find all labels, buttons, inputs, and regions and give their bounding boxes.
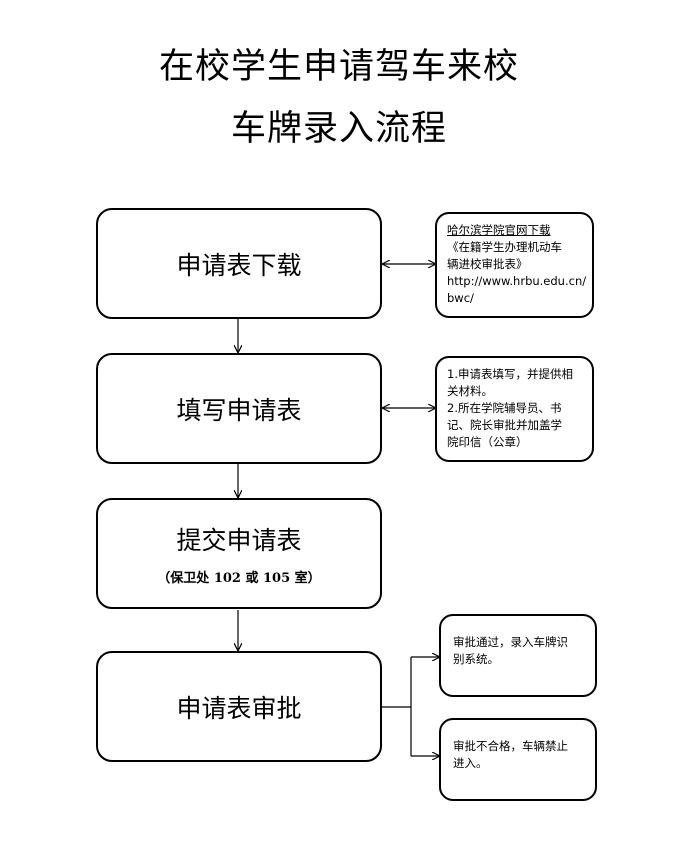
fill-note-line-5: 院印信（公章） — [447, 435, 528, 449]
rejected-note-line-2: 进入。 — [453, 756, 488, 770]
download-note: 哈尔滨学院官网下载 《在籍学生办理机动车 辆进校审批表》 http://www.… — [435, 212, 594, 318]
fill-note-line-2: 关材料。 — [447, 384, 493, 398]
approved-note-line-1: 审批通过，录入车牌识 — [453, 635, 568, 649]
approved-note-line-2: 别系统。 — [453, 652, 499, 666]
download-note-url-cont[interactable]: bwc/ — [447, 291, 474, 305]
step-approval-box: 申请表审批 — [96, 651, 382, 762]
approved-note: 审批通过，录入车牌识 别系统。 — [439, 614, 597, 697]
download-note-url[interactable]: http://www.hrbu.edu.cn/ — [447, 274, 587, 288]
fill-note-line-3: 2.所在学院辅导员、书 — [447, 401, 562, 415]
step-download-label: 申请表下载 — [176, 250, 302, 280]
fill-note-line-4: 记、院长审批并加盖学 — [447, 418, 562, 432]
rejected-note-line-1: 审批不合格，车辆禁止 — [453, 739, 568, 753]
download-note-line-1[interactable]: 哈尔滨学院官网下载 — [447, 223, 551, 237]
step-submit-label: 提交申请表 — [176, 526, 302, 555]
step-submit-sublabel: （保卫处 102 或 105 室） — [157, 571, 321, 586]
download-note-line-3: 辆进校审批表》 — [447, 257, 528, 271]
step-submit-box: 提交申请表 （保卫处 102 或 105 室） — [96, 498, 382, 609]
step-download-box: 申请表下载 — [96, 208, 382, 319]
download-note-line-2: 《在籍学生办理机动车 — [447, 240, 562, 254]
step-approval-label: 申请表审批 — [176, 693, 302, 723]
step-fill-box: 填写申请表 — [96, 353, 382, 464]
step-fill-label: 填写申请表 — [176, 395, 302, 425]
title-line-1: 在校学生申请驾车来校 — [158, 47, 519, 87]
rejected-note: 审批不合格，车辆禁止 进入。 — [439, 718, 597, 801]
fill-note-line-1: 1.申请表填写，并提供相 — [447, 367, 573, 381]
title-line-2: 车牌录入流程 — [230, 109, 447, 149]
fill-note: 1.申请表填写，并提供相 关材料。 2.所在学院辅导员、书 记、院长审批并加盖学… — [435, 356, 594, 462]
